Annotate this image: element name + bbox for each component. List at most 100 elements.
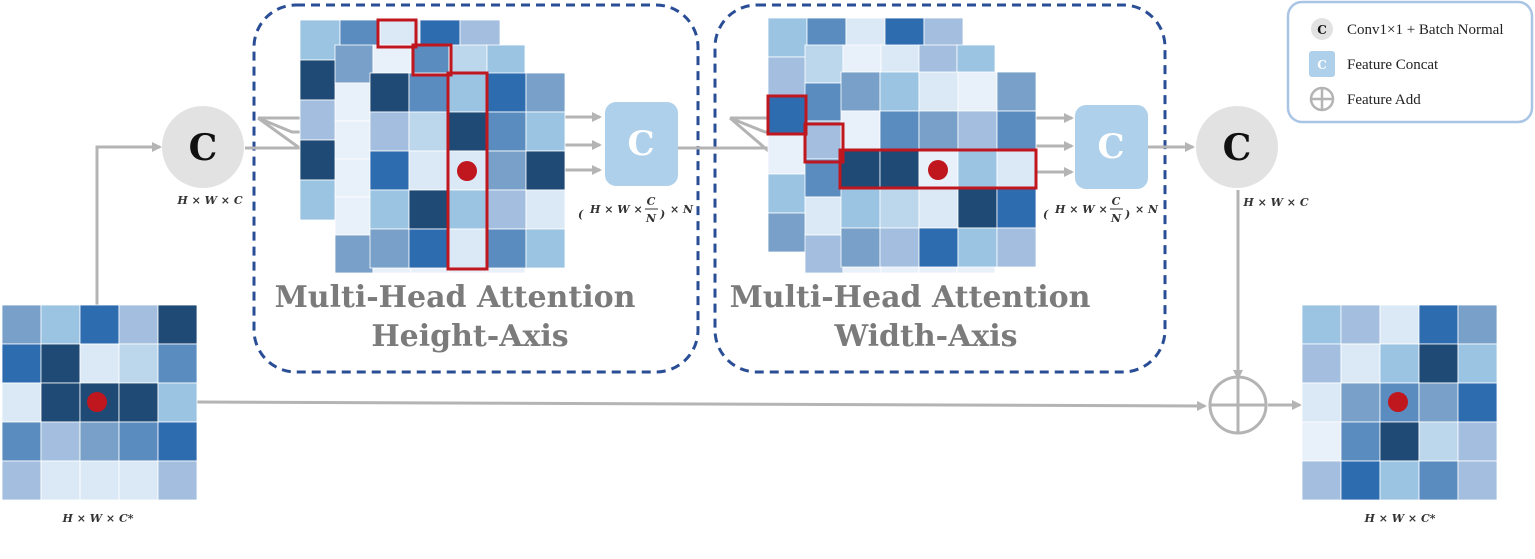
legend-label-concat: Feature Concat [1347, 57, 1439, 73]
heatmap-cell [486, 111, 527, 152]
paren-close: ) [659, 208, 665, 221]
heatmap-cell [1457, 460, 1498, 501]
heatmap-cell [1418, 382, 1459, 423]
heatmap-cell [447, 72, 488, 113]
heatmap-cell [767, 95, 808, 136]
heatmap-cell [447, 111, 488, 152]
heatmap-cell [1340, 460, 1381, 501]
heatmap-cell [767, 17, 808, 58]
heatmap-cell [1379, 421, 1420, 462]
dim-split-hw: H × W × [589, 203, 643, 216]
heatmap-cell [299, 179, 341, 221]
highlight-row-head-3 [838, 148, 1038, 190]
conv-icon-symbol: C [1317, 23, 1327, 37]
dim-split-times-n: × N [1135, 203, 1159, 216]
legend: C Conv1×1 + Batch Normal C Feature Conca… [1286, 0, 1534, 124]
heatmap-cell [118, 343, 159, 384]
heatmap-cell [408, 228, 449, 269]
heatmap-cell [1301, 382, 1342, 423]
conv-icon [1311, 18, 1333, 40]
heatmap-cell [840, 227, 881, 268]
heatmap-cell [525, 111, 566, 152]
heatmap-cell [767, 134, 808, 175]
conv1x1-node-1: C [162, 106, 244, 188]
heatmap-cell [996, 71, 1037, 112]
heatmap-cell [879, 149, 920, 190]
heatmap-cell [525, 228, 566, 269]
dim-label-output: H × W × C* [1363, 512, 1435, 525]
heatmap-cell [79, 421, 120, 462]
dim-split-den: N [1110, 212, 1122, 225]
legend-item-add: Feature Add [1309, 86, 1421, 112]
heatmap-cell [1340, 382, 1381, 423]
heatmap-cell [957, 227, 998, 268]
heatmap-cell [369, 150, 410, 191]
heatmap-cell [118, 382, 159, 423]
highlight-row-head-2 [803, 122, 845, 164]
heatmap-cell [525, 150, 566, 191]
width-axis-title-line2: Width-Axis [833, 319, 1017, 354]
heatmap-cell [804, 82, 844, 122]
dim-split-num: C [647, 195, 656, 208]
dim-label-input: H × W × C* [61, 512, 133, 525]
heatmap-cell [334, 196, 374, 236]
heatmap-cell [486, 189, 527, 230]
dim-label-split-1: ( H × W × C N ) × N [578, 195, 694, 225]
heatmap-cell [1301, 343, 1342, 384]
concat-icon-symbol: C [1317, 58, 1327, 72]
dim-split-den: N [645, 212, 657, 225]
heatmap-cell [1301, 460, 1342, 501]
heatmap-cell [996, 149, 1037, 190]
heatmap-cell [118, 421, 159, 462]
heatmap-cell [40, 304, 81, 345]
heatmap-cell [879, 110, 920, 151]
heatmap-cell [879, 71, 920, 112]
heatmap-cell [369, 72, 410, 113]
heatmap-cell [1, 382, 42, 423]
heatmap-cell [408, 111, 449, 152]
dim-label-split-2: ( H × W × C N ) × N [1043, 195, 1159, 225]
concat-symbol: C [627, 124, 654, 164]
heatmap-cell [918, 71, 959, 112]
paren-open: ( [1043, 208, 1049, 221]
heatmap-cell [157, 343, 198, 384]
heatmap-cell [408, 150, 449, 191]
heatmap-cell [1340, 304, 1381, 345]
paren-open: ( [578, 208, 584, 221]
heatmap-cell [767, 56, 808, 97]
feature-add-node [1208, 375, 1268, 435]
legend-item-concat: C Feature Concat [1309, 51, 1439, 77]
heatmap-cell [447, 228, 488, 269]
heatmap-cell [957, 71, 998, 112]
dim-label-conv1: H × W × C [176, 194, 242, 207]
heatmap-cell [369, 111, 410, 152]
heatmap-cell [447, 189, 488, 230]
heatmap-cell [840, 71, 881, 112]
heatmap-cell [918, 110, 959, 151]
heatmap-cell [525, 189, 566, 230]
heatmap-cell [957, 188, 998, 229]
heatmap-cell [1418, 460, 1459, 501]
width-axis-head-stack [766, 17, 1038, 274]
legend-item-conv: C Conv1×1 + Batch Normal [1311, 18, 1503, 40]
height-axis-title-line2: Height-Axis [371, 319, 568, 354]
heatmap-cell [918, 188, 959, 229]
heatmap-cell [1457, 304, 1498, 345]
heatmap-cell [1, 343, 42, 384]
heatmap-cell [299, 19, 341, 61]
height-axis-module-box [252, 3, 700, 374]
dim-label-conv2: H × W × C [1242, 196, 1308, 209]
dim-split-hw: H × W × [1054, 203, 1108, 216]
heatmap-cell [996, 110, 1037, 151]
heatmap-cell [840, 149, 881, 190]
heatmap-cell [840, 188, 881, 229]
heatmap-cell [299, 99, 341, 141]
heatmap-cell [1379, 343, 1420, 384]
heatmap-cell [334, 120, 374, 160]
height-axis-title-line1: Multi-Head Attention [275, 280, 636, 315]
heatmap-cell [767, 212, 808, 253]
heatmap-cell [408, 72, 449, 113]
heatmap-cell [369, 228, 410, 269]
conv-symbol: C [189, 127, 218, 169]
